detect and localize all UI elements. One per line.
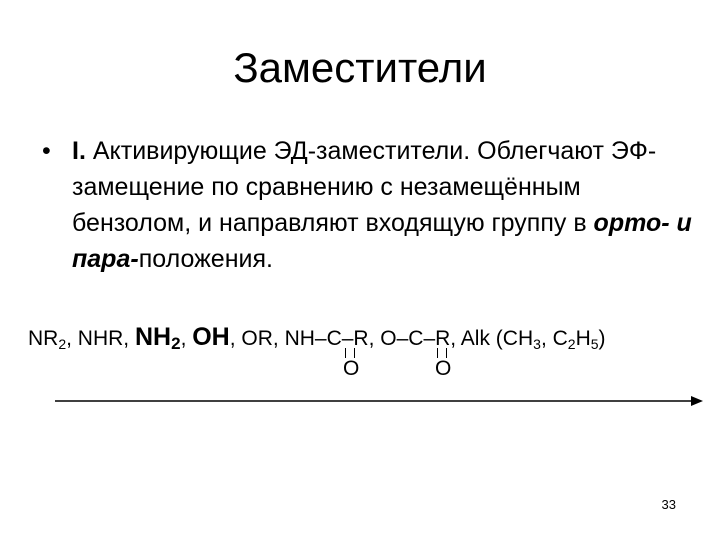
nr2-group: NR xyxy=(28,327,59,350)
nr2-subscript: 2 xyxy=(58,336,67,352)
h5-subscript: 5 xyxy=(590,336,599,352)
bullet-marker: • xyxy=(42,137,51,165)
ch3-subscript: 3 xyxy=(533,336,541,352)
nh2-subscript: 2 xyxy=(171,334,181,353)
nh2-group: NH2 xyxy=(134,323,181,353)
and-word: и xyxy=(669,209,692,237)
h-text: H xyxy=(575,327,591,350)
close-paren: ) xyxy=(598,327,606,350)
roman-numeral: I. xyxy=(72,137,86,165)
nh2-text: NH xyxy=(134,323,172,351)
oh-group: OH xyxy=(192,323,230,351)
c2-subscript: 2 xyxy=(567,336,576,352)
separator-2: , xyxy=(180,327,193,350)
activation-arrow xyxy=(55,396,703,406)
double-bond-2 xyxy=(437,348,447,358)
substituent-list: NR2, NHR, NH2, OH, OR, NH–C–R, O–C–R, Al… xyxy=(28,323,606,354)
carbonyl-oxygen-1: O xyxy=(343,357,360,380)
separator-4: , C xyxy=(540,327,568,350)
bullet-text: I. Активирующие ЭД-заместители. Облегчаю… xyxy=(72,133,692,277)
carbonyl-oxygen-2: O xyxy=(435,357,452,380)
para-term: пара- xyxy=(72,245,139,273)
double-bond-1 xyxy=(345,348,355,358)
bullet-text-part1: Активирующие ЭД-заместители. Облегчают Э… xyxy=(72,137,657,237)
separator-1: , NHR, xyxy=(66,327,135,350)
ortho-term: орто- xyxy=(593,209,670,237)
page-number: 33 xyxy=(661,497,676,512)
slide-title: Заместители xyxy=(233,44,487,91)
separator-3: , OR, NH–C–R, O–C–R, Alk (CH xyxy=(229,327,534,350)
bullet-text-part2: положения. xyxy=(138,245,273,273)
